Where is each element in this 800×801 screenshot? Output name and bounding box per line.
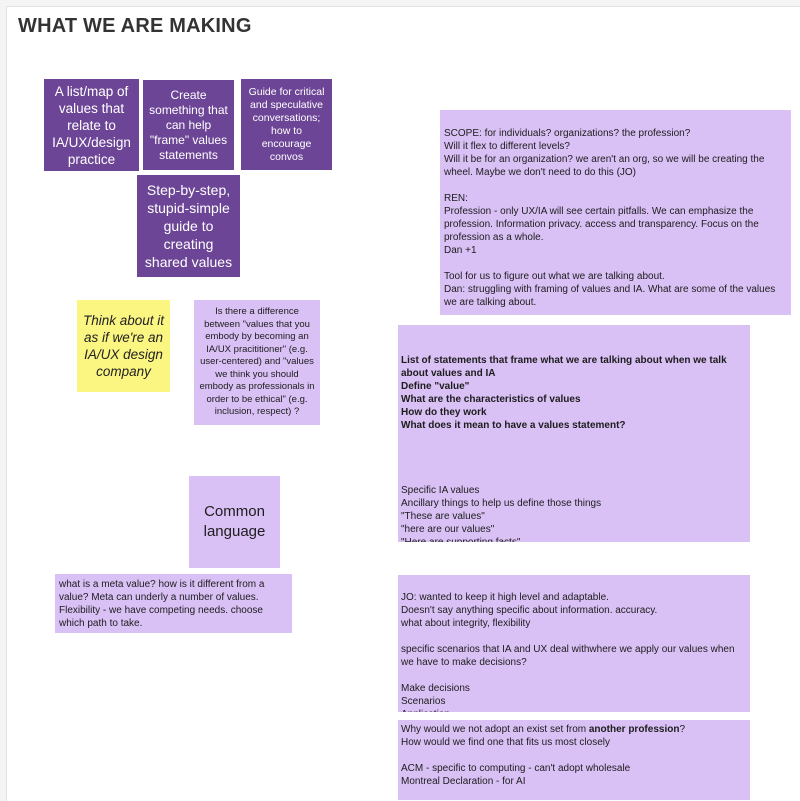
sticky-note-text: what is a meta value? how is it differen…: [59, 579, 265, 629]
sticky-note-think-company[interactable]: Think about it as if we're an IA/UX desi…: [77, 300, 170, 392]
sticky-note-text: ? How would we find one that fits us mos…: [401, 724, 686, 787]
sticky-note-guide-convos[interactable]: Guide for critical and speculative conve…: [241, 79, 332, 170]
sticky-note-text: Think about it as if we're an IA/UX desi…: [82, 313, 165, 379]
sticky-note-text: JO: wanted to keep it high level and ada…: [401, 592, 735, 712]
spacer: [401, 432, 747, 471]
sticky-note-jo[interactable]: JO: wanted to keep it high level and ada…: [398, 575, 750, 712]
sticky-note-difference[interactable]: Is there a difference between "values th…: [194, 300, 320, 425]
sticky-note-text: Common language: [203, 503, 266, 540]
sticky-note-bold-text: another profession: [588, 724, 680, 735]
sticky-note-text: A list/map of values that relate to IA/U…: [52, 83, 131, 167]
sticky-note-text: Guide for critical and speculative conve…: [248, 85, 325, 163]
sticky-note-text: SCOPE: for individuals? organizations? t…: [444, 128, 776, 308]
sticky-note-common-language[interactable]: Common language: [189, 476, 280, 568]
sticky-note-text: Is there a difference between "values th…: [199, 306, 315, 418]
sticky-note-text: Create something that can help "frame" v…: [149, 87, 228, 162]
sticky-note-text: Specific IA values Ancillary things to h…: [401, 485, 602, 542]
sticky-note-meta-value[interactable]: what is a meta value? how is it differen…: [55, 574, 292, 633]
sticky-note-bold-text: List of statements that frame what we ar…: [401, 355, 727, 431]
sticky-note-text: Step-by-step, stupid-simple guide to cre…: [144, 182, 233, 270]
board-title: WHAT WE ARE MAKING: [18, 15, 252, 37]
sticky-note-step-guide[interactable]: Step-by-step, stupid-simple guide to cre…: [137, 175, 240, 277]
sticky-note-scope[interactable]: SCOPE: for individuals? organizations? t…: [440, 110, 791, 315]
sticky-note-values-map[interactable]: A list/map of values that relate to IA/U…: [44, 79, 139, 171]
sticky-note-text: Why would we not adopt an exist set from: [401, 724, 589, 735]
sticky-note-adopt[interactable]: Why would we not adopt an exist set from…: [398, 720, 750, 800]
sticky-note-statements[interactable]: List of statements that frame what we ar…: [398, 325, 750, 542]
sticky-note-frame-values[interactable]: Create something that can help "frame" v…: [143, 80, 234, 170]
